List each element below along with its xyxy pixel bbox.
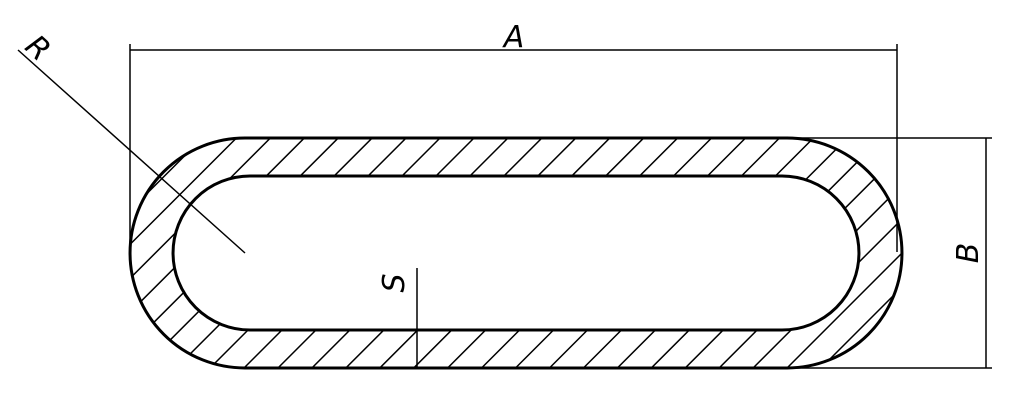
wall-hatching: [130, 138, 902, 368]
label-r: R: [18, 28, 57, 68]
dimension-a: A: [129, 20, 898, 252]
radius-leader-line: [17, 49, 246, 254]
label-b: B: [951, 243, 986, 264]
dimension-b: B: [787, 137, 992, 369]
wall-thickness-callout: S: [377, 268, 418, 368]
radius-callout: R: [17, 28, 246, 254]
label-a: A: [502, 20, 525, 55]
tube-wall: [128, 136, 904, 370]
label-s: S: [377, 273, 412, 292]
inner-contour: [171, 174, 861, 332]
